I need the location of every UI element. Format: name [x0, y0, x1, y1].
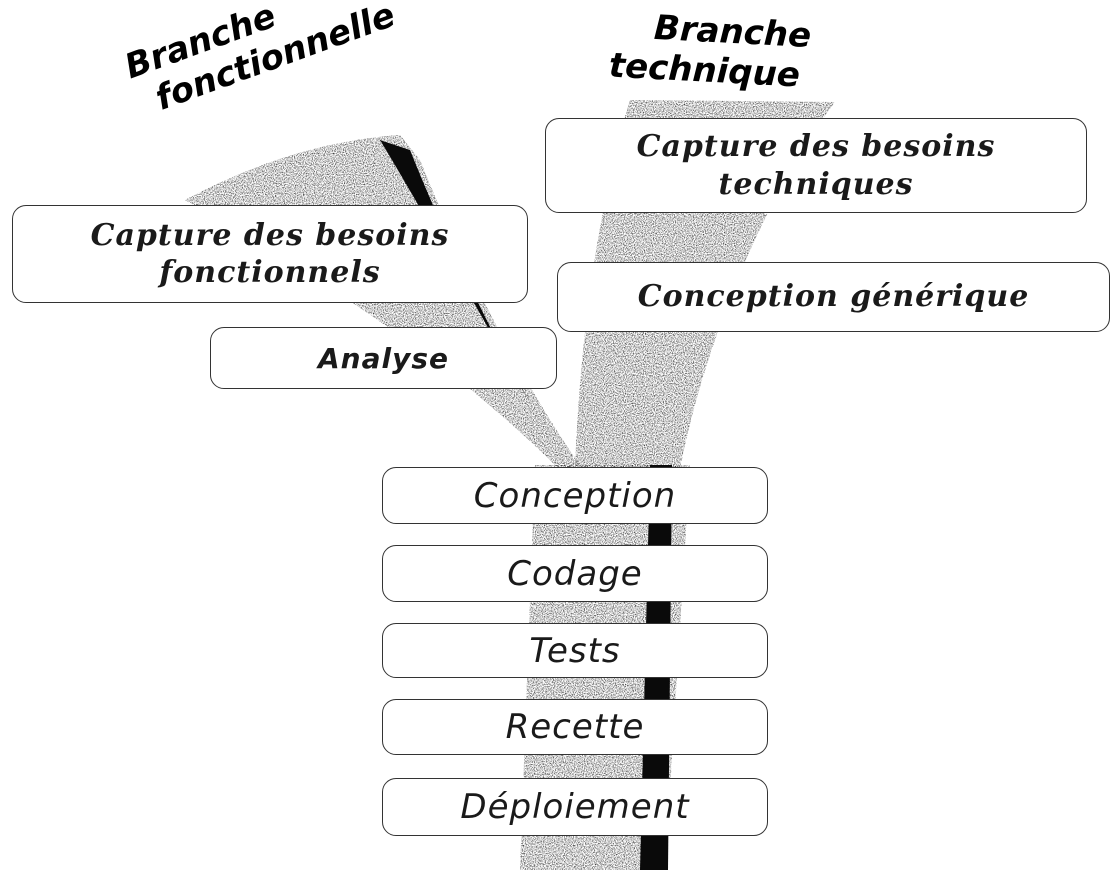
conception-box: Conception: [382, 467, 768, 524]
conception-label: Conception: [473, 475, 677, 516]
functional-capture-line2: fonctionnels: [159, 255, 381, 290]
functional-capture-line1: Capture des besoins: [90, 217, 450, 253]
generic-design-label: Conception générique: [637, 279, 1030, 315]
analyse-label: Analyse: [317, 341, 449, 375]
technical-capture-line1: Capture des besoins: [636, 129, 996, 164]
deploiement-box: Déploiement: [382, 778, 768, 836]
generic-design-box: Conception générique: [557, 262, 1110, 332]
technical-branch-title: Branche technique: [596, 8, 812, 96]
technical-capture-box: Capture des besoins techniques: [545, 118, 1087, 213]
codage-box: Codage: [382, 545, 768, 602]
tests-box: Tests: [382, 623, 768, 678]
recette-label: Recette: [505, 707, 645, 747]
recette-box: Recette: [382, 699, 768, 755]
tests-label: Tests: [529, 630, 621, 671]
deploiement-label: Déploiement: [460, 787, 690, 827]
functional-capture-box: Capture des besoins fonctionnels: [12, 205, 528, 303]
technical-capture-line2: techniques: [718, 166, 914, 202]
technical-branch-title-line2: technique: [607, 45, 801, 96]
analyse-box: Analyse: [210, 327, 557, 389]
codage-label: Codage: [507, 553, 643, 594]
